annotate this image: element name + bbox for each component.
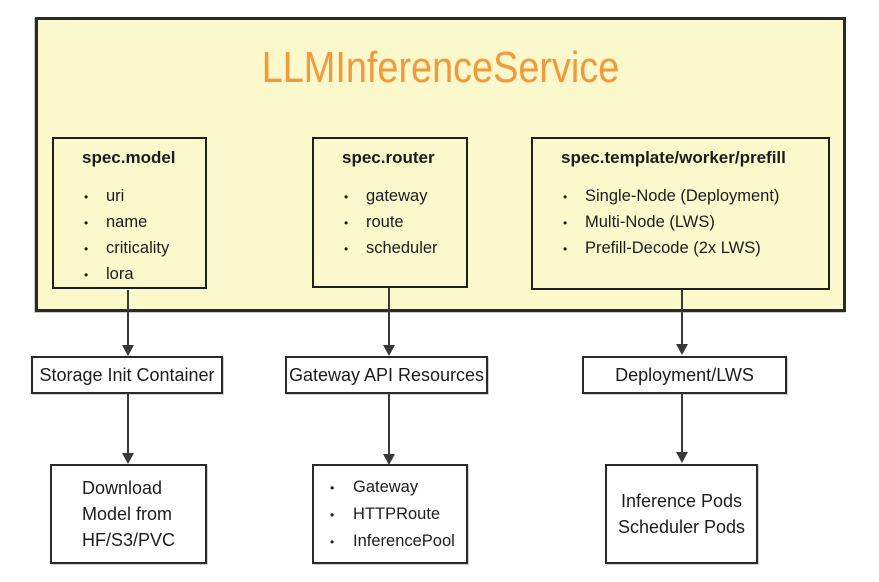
bullet-icon: • bbox=[330, 507, 335, 522]
arrow-storage-init-to-download bbox=[121, 393, 134, 464]
spec-template-worker-prefill-box: spec.template/worker/prefill • Single-Nod… bbox=[531, 137, 830, 290]
bullet-icon: • bbox=[84, 268, 89, 282]
bullet-icon: • bbox=[84, 190, 89, 204]
list-item: • name bbox=[54, 210, 205, 236]
list-item-label: name bbox=[106, 213, 148, 231]
list-item-label: gateway bbox=[366, 187, 428, 205]
bullet-icon: • bbox=[563, 242, 568, 256]
spec-model-box: spec.model • uri • name • criticality • lora bbox=[52, 137, 207, 289]
spec-template-list: • Single-Node (Deployment) • Multi-Node (L… bbox=[533, 184, 828, 262]
bullet-icon: • bbox=[84, 216, 89, 230]
download-model-box: Download Model from HF/S3/PVC bbox=[50, 464, 207, 564]
list-item: • lora bbox=[54, 262, 205, 288]
list-item: • scheduler bbox=[314, 236, 466, 262]
bullet-icon: • bbox=[330, 534, 335, 549]
bullet-icon: • bbox=[563, 216, 568, 230]
list-item: • Single-Node (Deployment) bbox=[533, 184, 828, 210]
gateway-resources-list-box: • Gateway • HTTPRoute • InferencePool bbox=[312, 464, 468, 564]
download-model-line: HF/S3/PVC bbox=[82, 530, 176, 550]
spec-model-heading: spec.model bbox=[82, 148, 176, 167]
list-item-label: Gateway bbox=[353, 477, 419, 496]
bullet-icon: • bbox=[330, 480, 335, 495]
deployment-lws-label: Deployment/LWS bbox=[615, 364, 754, 385]
download-model-line: Model from bbox=[82, 504, 173, 524]
spec-router-box: spec.router • gateway • route • scheduler bbox=[312, 137, 468, 288]
download-model-line: Download bbox=[82, 478, 163, 498]
list-item: • Prefill-Decode (2x LWS) bbox=[533, 236, 828, 262]
list-item-label: Single-Node (Deployment) bbox=[585, 187, 780, 205]
list-item-label: InferencePool bbox=[353, 531, 455, 550]
list-item: • Gateway bbox=[314, 474, 466, 501]
bullet-icon: • bbox=[84, 242, 89, 256]
list-item: • Multi-Node (LWS) bbox=[533, 210, 828, 236]
deployment-lws-box: Deployment/LWS bbox=[582, 356, 787, 394]
storage-init-container-box: Storage Init Container bbox=[31, 356, 223, 394]
arrow-spec-model-to-storage-init bbox=[121, 290, 134, 356]
spec-template-heading: spec.template/worker/prefill bbox=[561, 148, 786, 167]
list-item-label: criticality bbox=[106, 239, 170, 257]
list-item-label: route bbox=[366, 213, 404, 231]
list-item: • route bbox=[314, 210, 466, 236]
list-item-label: scheduler bbox=[366, 239, 438, 257]
arrow-spec-template-to-deployment bbox=[675, 290, 688, 355]
list-item-label: Prefill-Decode (2x LWS) bbox=[585, 239, 761, 257]
spec-router-list: • gateway • route • scheduler bbox=[314, 184, 466, 262]
spec-router-heading: spec.router bbox=[342, 148, 435, 167]
list-item-label: HTTPRoute bbox=[353, 504, 441, 523]
bullet-icon: • bbox=[344, 190, 349, 204]
bullet-icon: • bbox=[563, 190, 568, 204]
inference-pods-line: Scheduler Pods bbox=[617, 517, 746, 537]
gateway-api-resources-box: Gateway API Resources bbox=[285, 356, 488, 394]
list-item: • HTTPRoute bbox=[314, 501, 466, 528]
bullet-icon: • bbox=[344, 216, 349, 230]
list-item-label: Multi-Node (LWS) bbox=[585, 213, 715, 231]
list-item: • uri bbox=[54, 184, 205, 210]
gateway-api-resources-label: Gateway API Resources bbox=[288, 364, 485, 385]
llminferenceservice-container: LLMInferenceService bbox=[35, 17, 846, 312]
list-item: • InferencePool bbox=[314, 528, 466, 555]
bullet-icon: • bbox=[344, 242, 349, 256]
diagram-title: LLMInferenceService bbox=[261, 43, 620, 92]
list-item-label: uri bbox=[106, 187, 125, 205]
inference-pods-line: Inference Pods bbox=[620, 491, 743, 511]
list-item: • criticality bbox=[54, 236, 205, 262]
storage-init-container-label: Storage Init Container bbox=[39, 364, 215, 385]
list-item-label: lora bbox=[106, 265, 134, 283]
spec-model-list: • uri • name • criticality • lora bbox=[54, 184, 205, 288]
inference-pods-box: Inference Pods Scheduler Pods bbox=[605, 464, 758, 564]
arrow-deployment-to-pods bbox=[675, 393, 688, 463]
list-item: • gateway bbox=[314, 184, 466, 210]
arrow-spec-router-to-gateway-api bbox=[382, 288, 395, 356]
arrow-gateway-api-to-resources-list bbox=[382, 393, 395, 465]
